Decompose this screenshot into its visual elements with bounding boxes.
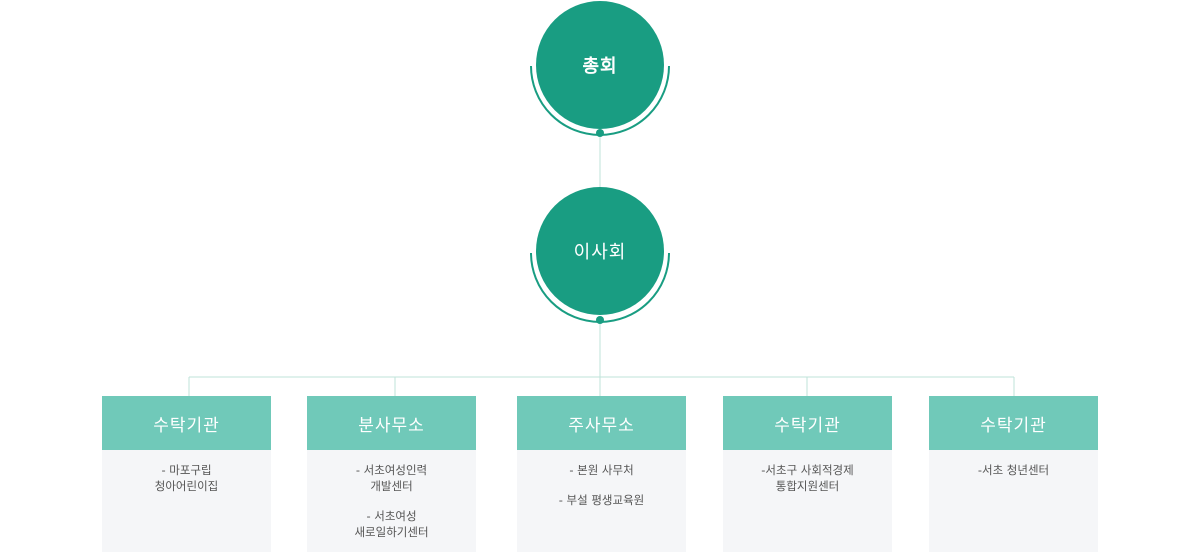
unit-body: - 마포구립 청아어린이집 <box>102 450 271 552</box>
connector-dot-board <box>596 316 604 324</box>
unit-item: - 마포구립 청아어린이집 <box>154 463 219 493</box>
unit-item: - 부설 평생교육원 <box>558 493 645 507</box>
unit-title: 수탁기관 <box>153 415 220 436</box>
unit-body: -서초 청년센터 <box>929 450 1098 552</box>
unit-item: - 본원 사무처 <box>569 463 634 477</box>
unit-header: 수탁기관 <box>723 396 892 450</box>
unit-main-office: 주사무소 - 본원 사무처 - 부설 평생교육원 <box>517 396 686 552</box>
unit-body: -서초구 사회적경제 통합지원센터 <box>723 450 892 552</box>
unit-header: 수탁기관 <box>102 396 271 450</box>
unit-item: - 서초여성 새로일하기센터 <box>354 509 429 539</box>
unit-header: 주사무소 <box>517 396 686 450</box>
unit-header: 분사무소 <box>307 396 476 450</box>
unit-title: 수탁기관 <box>774 415 841 436</box>
unit-body: - 본원 사무처 - 부설 평생교육원 <box>517 450 686 552</box>
unit-title: 분사무소 <box>358 415 425 436</box>
connector-dot-assembly <box>596 129 604 137</box>
unit-item: -서초구 사회적경제 통합지원센터 <box>761 463 854 493</box>
unit-branch-office: 분사무소 - 서초여성인력 개발센터 - 서초여성 새로일하기센터 <box>307 396 476 552</box>
unit-entrusted-2: 수탁기관 -서초구 사회적경제 통합지원센터 <box>723 396 892 552</box>
node-general-assembly-label: 총회 <box>582 56 618 77</box>
unit-header: 수탁기관 <box>929 396 1098 450</box>
unit-item: - 서초여성인력 개발센터 <box>355 463 428 493</box>
unit-title: 수탁기관 <box>980 415 1047 436</box>
unit-entrusted-3: 수탁기관 -서초 청년센터 <box>929 396 1098 552</box>
node-board-label: 이사회 <box>573 242 627 263</box>
unit-title: 주사무소 <box>568 415 635 436</box>
node-general-assembly: 총회 <box>536 1 664 129</box>
unit-entrusted-1: 수탁기관 - 마포구립 청아어린이집 <box>102 396 271 552</box>
unit-body: - 서초여성인력 개발센터 - 서초여성 새로일하기센터 <box>307 450 476 552</box>
node-board-of-directors: 이사회 <box>536 187 664 315</box>
unit-item: -서초 청년센터 <box>977 463 1050 477</box>
